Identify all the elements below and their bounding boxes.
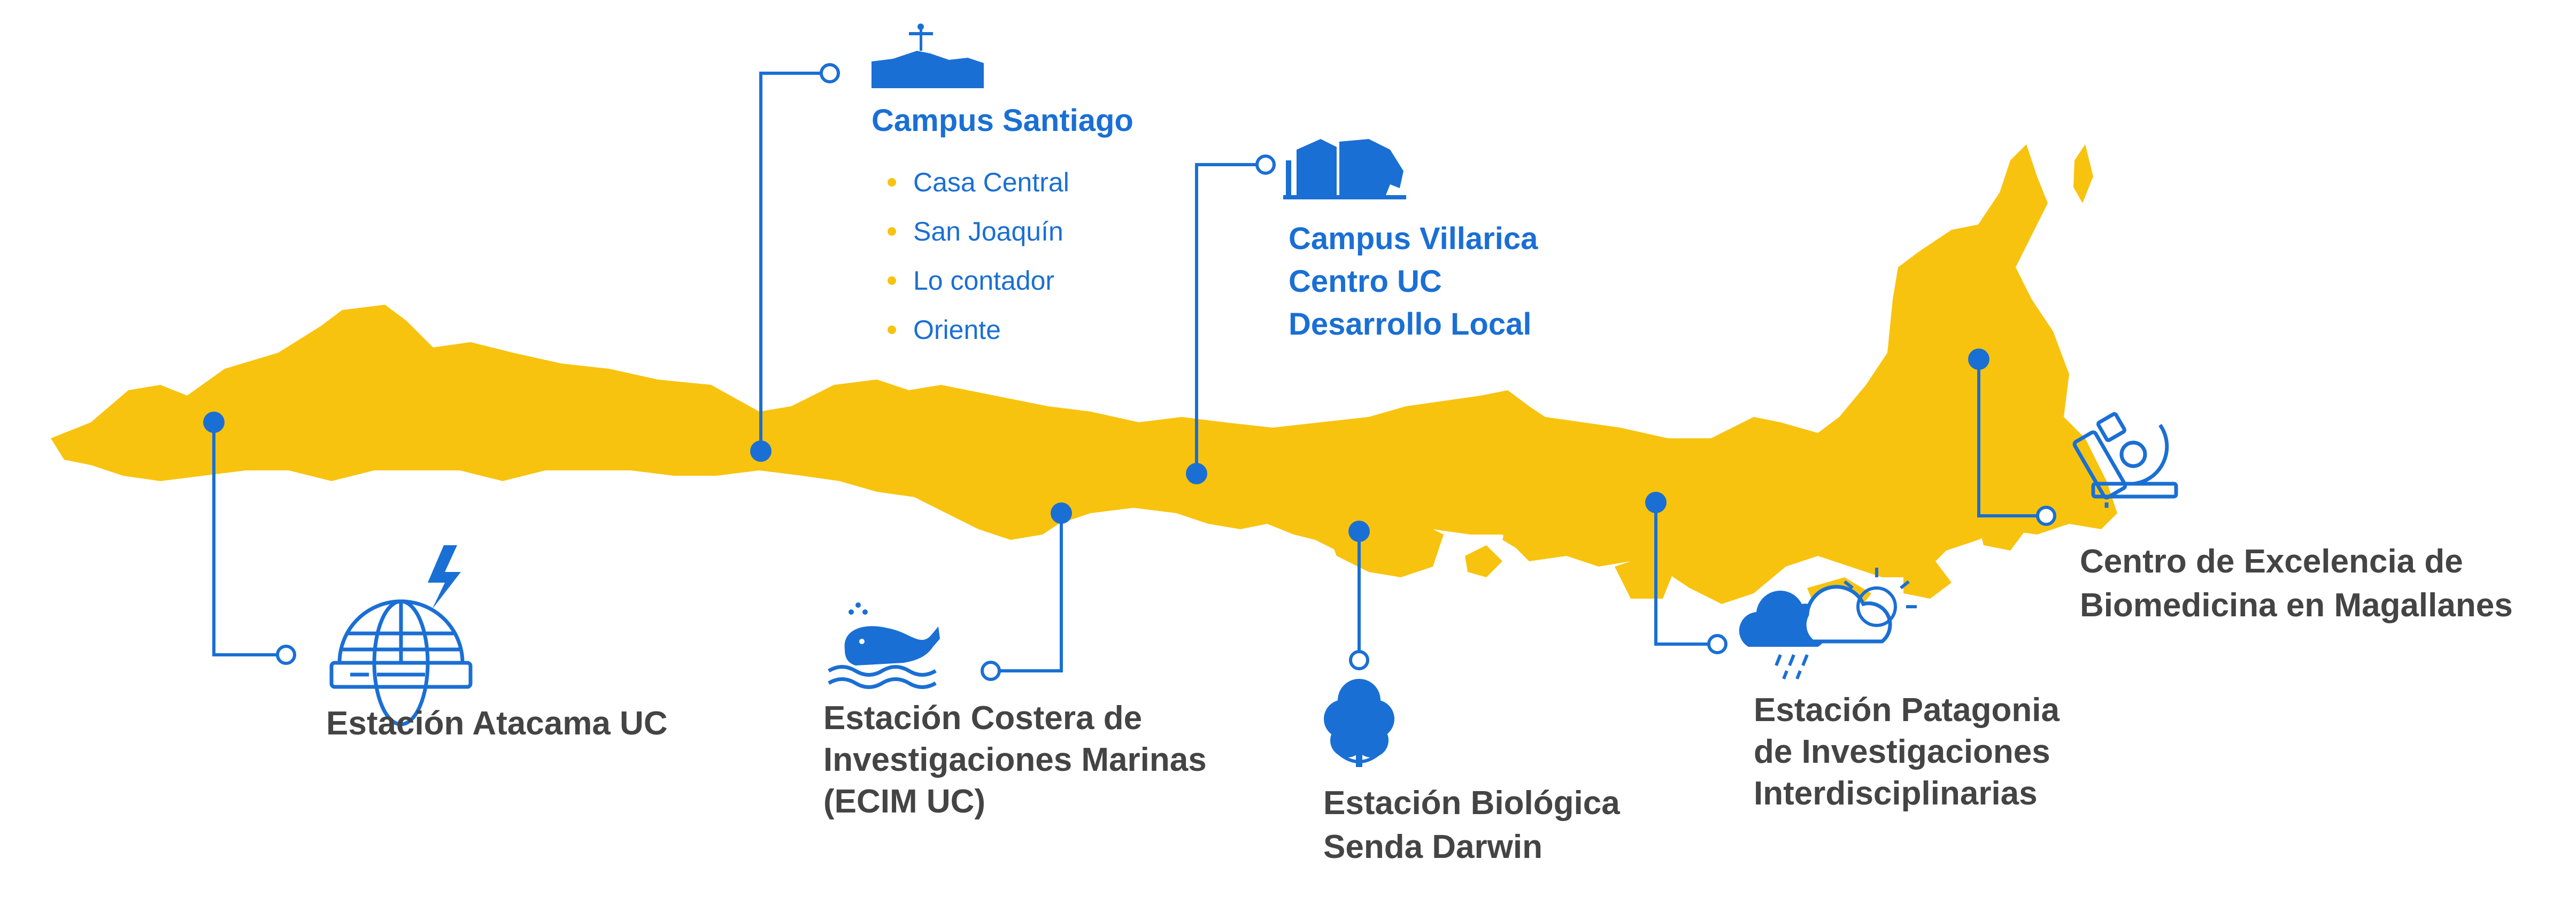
marker-darwin[interactable] bbox=[1348, 521, 1370, 542]
label-patagonia-line: de Investigaciones bbox=[1754, 733, 2050, 770]
list-item: Oriente bbox=[888, 305, 1069, 354]
list-item: Casa Central bbox=[888, 158, 1069, 207]
volcano-landscape-icon bbox=[1283, 139, 1406, 199]
connector-lines bbox=[212, 72, 2040, 672]
label-patagonia-line: Interdisciplinarias bbox=[1754, 775, 2038, 812]
marker-patagonia[interactable] bbox=[1645, 492, 1667, 513]
microscope-icon bbox=[2072, 412, 2178, 508]
label-darwin: Estación Biológica Senda Darwin bbox=[1323, 781, 1620, 869]
label-patagonia-line: Estación Patagonia bbox=[1754, 692, 2060, 729]
label-magallanes: Centro de Excelencia de Biomedicina en M… bbox=[2080, 540, 2513, 628]
label-darwin-line: Estación Biológica bbox=[1323, 785, 1620, 822]
label-ecim-line: Investigaciones Marinas bbox=[823, 741, 1207, 778]
location-markers bbox=[203, 349, 1989, 542]
label-darwin-line: Senda Darwin bbox=[1323, 829, 1542, 865]
label-ecim-line: Estación Costera de bbox=[823, 700, 1143, 737]
list-item: Lo contador bbox=[888, 256, 1069, 305]
label-santiago-title: Campus Santiago bbox=[871, 103, 1133, 138]
label-patagonia: Estación Patagonia de Investigaciones In… bbox=[1754, 690, 2060, 815]
marker-villarica[interactable] bbox=[1186, 463, 1207, 484]
chile-landmass bbox=[51, 144, 2117, 615]
label-villarica-line: Desarrollo Local bbox=[1289, 307, 1532, 342]
label-santiago: Campus Santiago bbox=[871, 99, 1133, 142]
label-villarica-line: Campus Villarica bbox=[1289, 221, 1538, 256]
label-ecim-line: (ECIM UC) bbox=[823, 783, 986, 820]
label-villarica-line: Centro UC bbox=[1289, 264, 1442, 299]
connector-end-circles bbox=[276, 63, 2056, 681]
whale-icon bbox=[828, 602, 940, 689]
label-ecim: Estación Costera de Investigaciones Mari… bbox=[823, 698, 1207, 823]
marker-santiago[interactable] bbox=[750, 440, 772, 462]
label-magallanes-line: Centro de Excelencia de bbox=[2080, 543, 2463, 580]
label-magallanes-line: Biomedicina en Magallanes bbox=[2080, 587, 2513, 624]
list-item: San Joaquín bbox=[888, 207, 1069, 256]
observatory-globe-icon bbox=[329, 545, 473, 726]
tree-icon bbox=[1324, 679, 1394, 767]
label-atacama-line: Estación Atacama UC bbox=[326, 705, 668, 742]
marker-atacama[interactable] bbox=[203, 412, 225, 433]
label-villarica: Campus Villarica Centro UC Desarrollo Lo… bbox=[1289, 218, 1538, 346]
santiago-campus-list: Casa Central San Joaquín Lo contador Ori… bbox=[888, 158, 1069, 354]
marker-ecim[interactable] bbox=[1051, 502, 1072, 524]
marker-magallanes[interactable] bbox=[1968, 349, 1989, 370]
label-atacama: Estación Atacama UC bbox=[326, 705, 668, 743]
cristo-skyline-icon bbox=[871, 24, 984, 88]
weather-cloud-sun-icon bbox=[1739, 568, 1917, 680]
